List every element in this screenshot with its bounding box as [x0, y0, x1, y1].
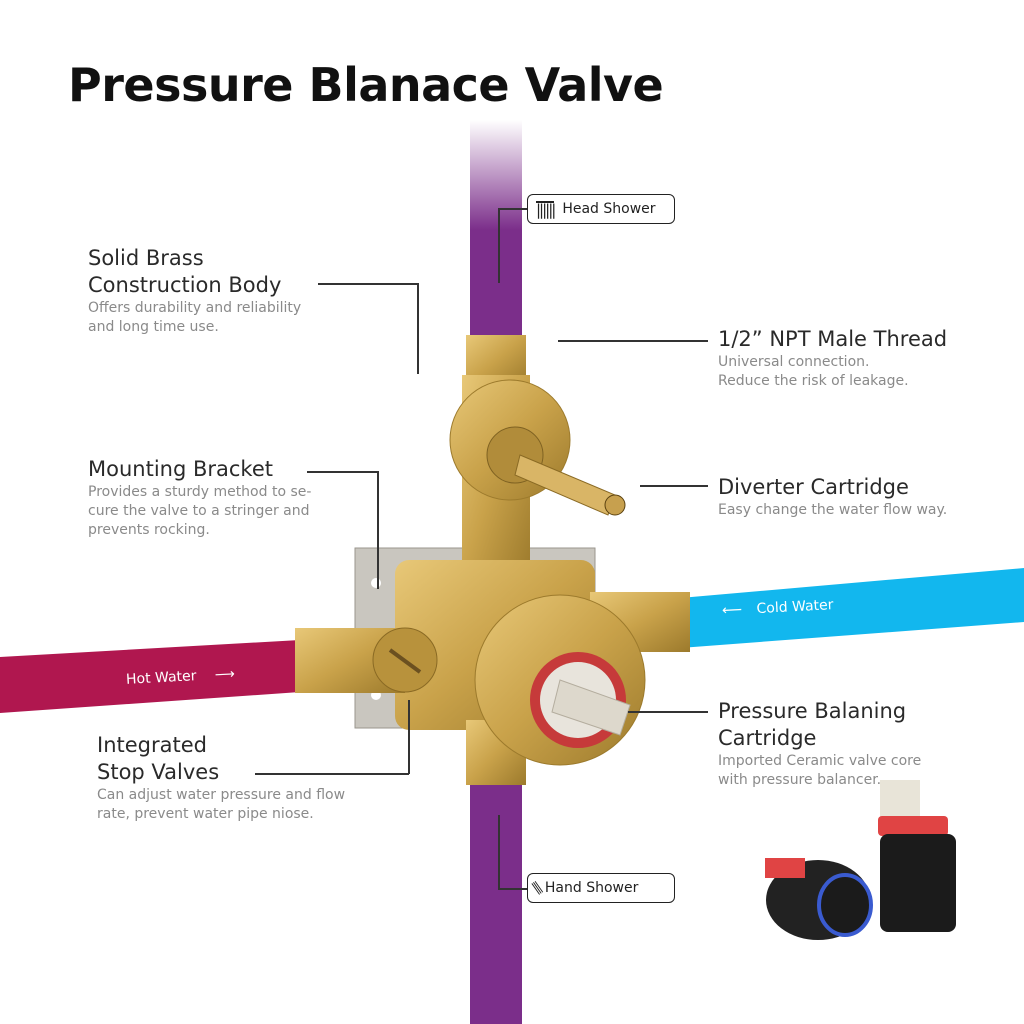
feature-body: Solid Brass Construction Body Offers dur… [88, 245, 301, 337]
feature-heading: Construction Body [88, 273, 282, 297]
feature-desc: cure the valve to a stringer and [88, 503, 310, 519]
feature-desc: rate, prevent water pipe niose. [97, 806, 314, 822]
feature-desc: with pressure balancer. [718, 772, 882, 788]
feature-desc: and long time use. [88, 319, 219, 335]
feature-desc: Provides a sturdy method to se- [88, 484, 312, 500]
feature-heading: Cartridge [718, 726, 817, 750]
outlet-pipe-top [470, 120, 522, 340]
hand-shower-label: Hand Shower [544, 880, 639, 896]
feature-heading: Solid Brass [88, 246, 204, 270]
feature-heading: Integrated [97, 733, 207, 757]
outlet-pipe-bottom [470, 780, 522, 1024]
feature-desc: Reduce the risk of leakage. [718, 373, 909, 389]
feature-heading: 1/2” NPT Male Thread [718, 327, 948, 351]
cold-water-pipe [680, 568, 1024, 648]
arrow-right-icon: ⟶ [214, 666, 236, 684]
feature-desc: prevents rocking. [88, 522, 210, 538]
arrow-left-icon: ⟵ [721, 601, 743, 619]
feature-heading: Mounting Bracket [88, 457, 273, 481]
feature-bracket: Mounting Bracket Provides a sturdy metho… [88, 456, 311, 540]
head-shower-label: Head Shower [562, 201, 656, 217]
feature-desc: Easy change the water flow way. [718, 502, 948, 518]
feature-desc: Can adjust water pressure and flow [97, 787, 346, 803]
feature-cartridge: Pressure Balaning Cartridge Imported Cer… [718, 698, 921, 790]
hand-shower-icon: ⫼ [529, 878, 546, 898]
feature-thread: 1/2” NPT Male Thread Universal connectio… [718, 326, 947, 391]
head-shower-icon: |||||| [536, 201, 556, 219]
feature-desc: Offers durability and reliability [88, 300, 302, 316]
feature-heading: Pressure Balaning [718, 699, 907, 723]
feature-heading: Diverter Cartridge [718, 475, 909, 499]
hand-shower-tag: ⫼ Hand Shower [527, 873, 675, 903]
feature-heading: Stop Valves [97, 760, 220, 784]
hot-water-pipe [0, 640, 300, 713]
head-shower-tag: |||||| Head Shower [527, 194, 675, 224]
feature-stops: Integrated Stop Valves Can adjust water … [97, 732, 345, 824]
feature-desc: Imported Ceramic valve core [718, 753, 922, 769]
feature-desc: Universal connection. [718, 354, 870, 370]
cartridge-product-photo [765, 780, 956, 940]
feature-diverter: Diverter Cartridge Easy change the water… [718, 474, 947, 520]
page-title: Pressure Blanace Valve [68, 58, 664, 112]
